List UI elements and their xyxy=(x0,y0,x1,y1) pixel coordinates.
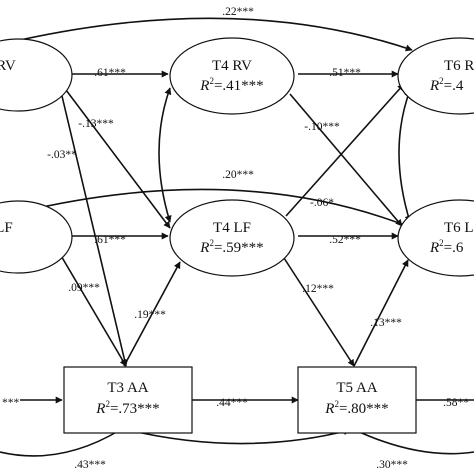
corr-t6-rv-lf xyxy=(398,89,412,223)
node-t4-lf-r2: R2=.59*** xyxy=(199,238,263,256)
label-aa5-out: .58** xyxy=(443,397,469,409)
path-aa5-lf6 xyxy=(353,259,409,367)
node-t6-lf: T6 L R2=.6 xyxy=(397,199,474,277)
node-t3-aa: T3 AA R2=.73*** xyxy=(63,366,193,434)
node-t4-lf-title: T4 LF xyxy=(213,220,251,236)
corr-t4-rv-lf xyxy=(158,87,172,223)
arc-top-rv2-rv6 xyxy=(19,17,413,52)
label-lf4-lf6: .52*** xyxy=(329,234,361,246)
label-in-aa3: *** xyxy=(2,397,20,409)
label-rv4-rv6: .51*** xyxy=(329,67,361,79)
label-bottom-right-arc: .30*** xyxy=(376,459,408,471)
label-rv2-aa3: -.03** xyxy=(47,149,77,161)
node-t2-lf-title: LF xyxy=(0,220,13,236)
arc-bottom-right-aa5-out xyxy=(354,429,474,455)
label-rv2-lf4: -.13*** xyxy=(78,118,114,130)
label-aa5-lf6: .13*** xyxy=(370,317,402,329)
path-lf2-aa3 xyxy=(59,253,127,367)
label-rv4-lf6: -.10*** xyxy=(304,121,340,133)
path-lf4-aa5 xyxy=(283,257,355,367)
node-t3-aa-title: T3 AA xyxy=(107,380,148,396)
arc-mid-lf2-lf6 xyxy=(19,188,413,229)
node-t5-aa: T5 AA R2=.80*** xyxy=(297,366,417,434)
node-t6-lf-title: T6 L xyxy=(444,220,474,236)
node-t2-rv: RV xyxy=(0,38,73,112)
node-t4-rv-title: T4 RV xyxy=(212,58,252,74)
node-t3-aa-r2: R2=.73*** xyxy=(95,399,159,417)
node-t4-lf: T4 LF R2=.59*** xyxy=(169,199,295,277)
node-t2-rv-title: RV xyxy=(0,58,16,74)
label-aa3-lf4: .19*** xyxy=(134,309,166,321)
label-aa3-aa5: .44*** xyxy=(216,397,248,409)
node-t6-rv-title: T6 R xyxy=(444,58,474,74)
path-rv2-lf4 xyxy=(65,89,171,229)
label-lf2-lf4: .61*** xyxy=(94,234,126,246)
node-t2-lf: LF xyxy=(0,200,73,274)
label-rv2-rv4: .61*** xyxy=(94,67,126,79)
node-t4-rv: T4 RV R2=.41*** xyxy=(169,37,295,115)
path-rv4-lf6 xyxy=(289,93,403,227)
arc-bottom-aa3-aa5 xyxy=(119,427,351,445)
label-lf2-aa3: .09*** xyxy=(68,282,100,294)
path-rv2-aa3 xyxy=(61,95,128,367)
label-top-arc: .22*** xyxy=(222,6,254,18)
node-t5-aa-title: T5 AA xyxy=(336,380,377,396)
path-lf4-rv6 xyxy=(285,83,405,217)
label-mid-arc: .20*** xyxy=(222,169,254,181)
node-t6-rv-r2: R2=.4 xyxy=(429,76,464,94)
arc-bottom-left-in xyxy=(0,429,121,457)
path-aa3-lf4 xyxy=(123,261,181,367)
node-t5-aa-r2: R2=.80*** xyxy=(324,399,388,417)
node-t4-rv-r2: R2=.41*** xyxy=(199,76,263,94)
label-lf4-aa5: .12*** xyxy=(302,283,334,295)
label-bottom-left-arc: .43*** xyxy=(74,459,106,471)
label-lf4-rv6: -.06* xyxy=(310,197,334,209)
node-t6-rv: T6 R R2=.4 xyxy=(397,37,474,115)
node-t6-lf-r2: R2=.6 xyxy=(429,238,464,256)
